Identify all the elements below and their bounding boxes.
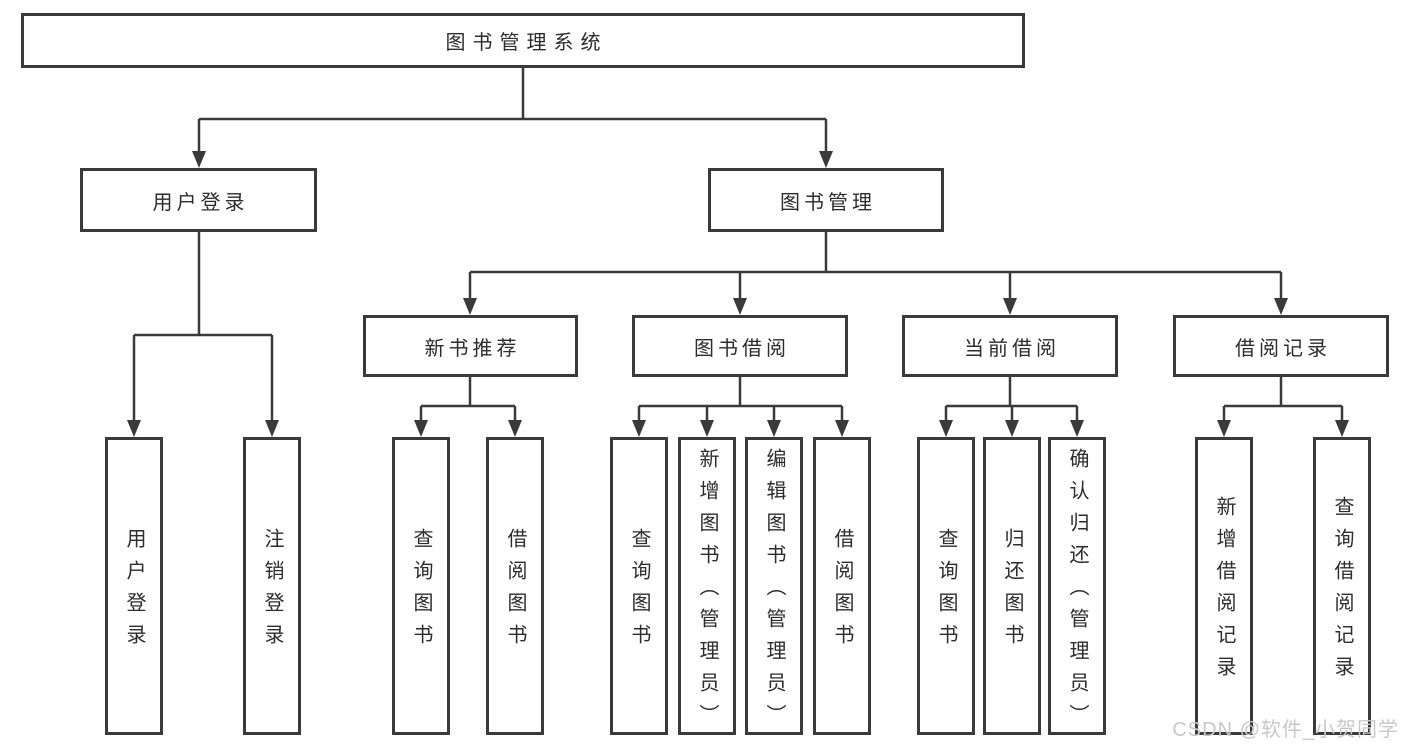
node-label: 注销登录 [261, 528, 283, 656]
node-label: 查询借阅记录 [1331, 496, 1353, 688]
leaf-add-books-admin: 新增图书（管理员） [678, 437, 736, 736]
node-label: 新增借阅记录 [1213, 496, 1235, 688]
node-label: 图书借阅 [694, 337, 790, 360]
leaf-edit-books-admin: 编辑图书（管理员） [745, 437, 803, 736]
node-label: 新书推荐 [424, 337, 521, 360]
node-label: 图书管理系统 [445, 32, 608, 54]
node-label: 当前借阅 [964, 337, 1060, 360]
node-current-borrowing: 当前借阅 [902, 315, 1118, 377]
leaf-confirm-return-admin: 确认归还（管理员） [1048, 437, 1106, 736]
leaf-search-books-recommend: 查询图书 [392, 437, 450, 735]
node-label: 用户登录 [152, 191, 249, 214]
node-label: 查询图书 [628, 528, 650, 656]
node-user-login: 用户登录 [80, 168, 317, 232]
leaf-borrow-books: 借阅图书 [813, 437, 871, 735]
node-book-borrowing: 图书借阅 [632, 315, 848, 377]
leaf-search-borrow-record: 查询借阅记录 [1313, 437, 1371, 735]
node-label: 借阅图书 [831, 528, 853, 656]
leaf-search-books-borrow: 查询图书 [610, 437, 668, 735]
node-label: 查询图书 [935, 528, 957, 656]
leaf-user-login: 用户登录 [105, 437, 163, 735]
node-label: 归还图书 [1001, 528, 1023, 656]
node-new-book-recommend: 新书推荐 [363, 315, 578, 377]
node-borrowing-records: 借阅记录 [1173, 315, 1389, 377]
node-label: 借阅记录 [1235, 337, 1331, 360]
leaf-borrow-books-recommend: 借阅图书 [486, 437, 544, 735]
node-label: 查询图书 [410, 528, 432, 656]
node-label: 编辑图书（管理员） [763, 448, 785, 736]
leaf-add-borrow-record: 新增借阅记录 [1195, 437, 1253, 735]
node-root-system: 图书管理系统 [21, 13, 1025, 68]
node-book-management: 图书管理 [708, 168, 944, 232]
node-label: 借阅图书 [504, 528, 526, 656]
node-label: 确认归还（管理员） [1066, 448, 1088, 736]
leaf-return-books: 归还图书 [983, 437, 1041, 735]
node-label: 新增图书（管理员） [696, 448, 718, 736]
node-label: 用户登录 [123, 528, 145, 656]
node-label: 图书管理 [780, 191, 876, 214]
leaf-logout: 注销登录 [243, 437, 301, 735]
leaf-search-books-current: 查询图书 [917, 437, 975, 735]
